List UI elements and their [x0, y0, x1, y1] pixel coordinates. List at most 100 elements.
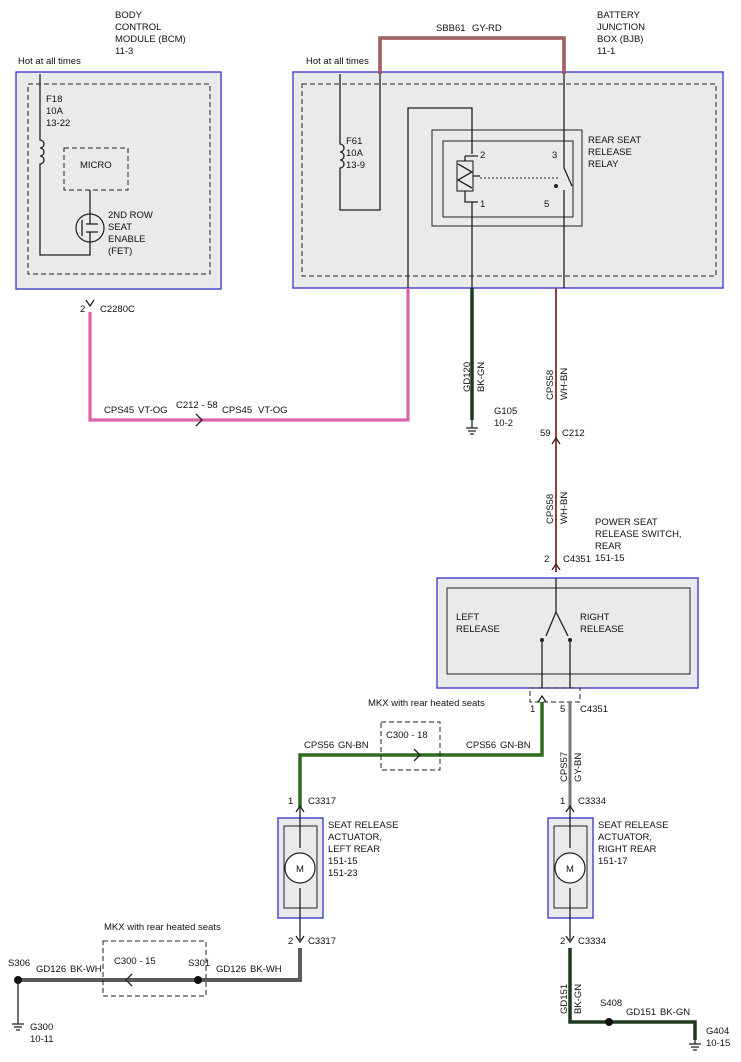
bcm-fuse-amps: 10A [46, 106, 64, 117]
bjb-box [292, 71, 724, 289]
switch-left-label-1: LEFT [456, 612, 479, 623]
cps45-circuit: CPS45 VT-OG C212 - 58 CPS45 VT-OG [88, 288, 410, 427]
gd120-color: BK-GN [476, 362, 487, 392]
left-actuator-title-3: LEFT REAR [328, 844, 380, 855]
cps58-circuit: CPS58 WH-BN 59 C212 CPS58 WH-BN 2 C4351 [540, 288, 591, 572]
relay-coil-leads [464, 155, 480, 203]
cps56-circuit: MKX with rear heated seats C300 - 18 CPS… [298, 694, 547, 808]
switch-inner-outline [446, 587, 691, 675]
bjb-hot-label: Hot at all times [306, 56, 369, 67]
fet-label-2: SEAT [108, 222, 132, 233]
relay-label-1: REAR SEAT [588, 135, 641, 146]
left-actuator-pin-bottom: 2 [288, 936, 293, 947]
cps56-wire [298, 702, 544, 808]
left-actuator-conn-top: C3317 [308, 796, 336, 807]
g105-ref: 10-2 [494, 418, 513, 429]
c300-15-outline [102, 940, 207, 997]
relay-pin-2: 2 [480, 150, 485, 161]
bcm-micro-label: MICRO [80, 160, 112, 171]
relay-pin-5: 5 [544, 199, 549, 210]
bcm-title-4: 11-3 [115, 46, 133, 57]
cps58-label-upper: CPS58 [545, 370, 556, 400]
right-actuator-pin-bottom: 2 [560, 936, 565, 947]
left-actuator-top-connector-icon [295, 804, 305, 813]
left-actuator-bottom-connector-icon [295, 935, 305, 944]
left-actuator-title-2: ACTUATOR, [328, 832, 382, 843]
gd151-color-horizontal: BK-GN [660, 1007, 690, 1018]
c300-18-label: C300 - 18 [386, 730, 428, 741]
gd126-circuit: MKX with rear heated seats C300 - 15 GD1… [8, 922, 302, 1045]
bcm-internal-outline [27, 83, 211, 275]
switch-title-3: REAR [595, 541, 622, 552]
cps45-color-right: VT-OG [258, 405, 288, 416]
relay-contact-point [554, 184, 558, 188]
gd126-label-left: GD126 [36, 964, 66, 975]
bcm-title-3: MODULE (BCM) [115, 34, 186, 45]
c300-15-label: C300 - 15 [114, 956, 156, 967]
sbb61-wire-stripe [379, 37, 565, 74]
cps56-color-right: GN-BN [500, 740, 531, 751]
c300-18-connector-icon [413, 748, 421, 762]
bcm-connector-icon [85, 299, 95, 308]
bcm-pin-number: 2 [80, 304, 85, 315]
fet-label-4: (FET) [108, 246, 132, 257]
gd126-color-left: BK-WH [70, 964, 102, 975]
cps58-color-upper: WH-BN [559, 368, 570, 400]
relay-label-2: RELEASE [588, 147, 632, 158]
switch-output-leads [541, 642, 571, 688]
g404-label: G404 [706, 1026, 729, 1037]
g404-ground-icon [689, 1040, 701, 1051]
cps45-label-right: CPS45 [222, 405, 252, 416]
gd151-label-horizontal: GD151 [626, 1007, 656, 1018]
gd126-color-right: BK-WH [250, 964, 282, 975]
switch-connector-in-icon [551, 562, 561, 571]
bjb-module: BATTERY JUNCTION BOX (BJB) 11-1 Hot at a… [292, 10, 724, 289]
gd151-label: GD151 [559, 984, 570, 1014]
fet-label-3: ENABLE [108, 234, 146, 245]
cps58-color-lower: WH-BN [559, 492, 570, 524]
bcm-module: BODY CONTROL MODULE (BCM) 11-3 Hot at al… [15, 10, 222, 315]
g105-ground-icon [466, 420, 478, 435]
cps45-label-left: CPS45 [104, 405, 134, 416]
c212-connector-icon [551, 436, 561, 445]
switch-right-label-2: RELEASE [580, 624, 624, 635]
bjb-title-2: JUNCTION [597, 22, 645, 33]
g300-ref: 10-11 [30, 1034, 54, 1045]
bjb-fuse-amps: 10A [346, 148, 364, 159]
fet-label-1: 2ND ROW [108, 210, 153, 221]
right-motor-label: M [566, 864, 574, 875]
right-actuator-title-3: RIGHT REAR [598, 844, 657, 855]
c300-15-connector-icon [125, 973, 133, 987]
switch-connector-in: C4351 [563, 554, 591, 565]
relay-pin-3: 3 [552, 150, 557, 161]
right-actuator-title-1: SEAT RELEASE [598, 820, 668, 831]
sbb61-circuit: SBB61 GY-RD [378, 23, 566, 74]
right-actuator-conn-top: C3334 [578, 796, 606, 807]
s301-label: S301 [188, 958, 210, 969]
cps57-circuit: CPS57 GY-BN [559, 702, 584, 808]
gd151-wire [568, 948, 697, 1040]
gd151-color: BK-GN [573, 984, 584, 1014]
right-actuator-pin-top: 1 [560, 796, 565, 807]
bjb-title-4: 11-1 [597, 46, 615, 57]
switch-contact-icon [545, 578, 569, 637]
gd120-circuit: GD120 BK-GN G105 10-2 [462, 288, 517, 435]
bjb-relay-coil-feed [407, 107, 473, 288]
bcm-fuse-id: F18 [46, 94, 62, 105]
bjb-title-1: BATTERY [597, 10, 641, 21]
left-motor-label: M [296, 864, 304, 875]
left-actuator-pin-top: 1 [288, 796, 293, 807]
switch-title-2: RELEASE SWITCH, [595, 529, 682, 540]
switch-box [436, 577, 699, 689]
bcm-micro-box [63, 147, 129, 191]
bcm-hot-label: Hot at all times [18, 56, 81, 67]
switch-pin-left: 1 [530, 704, 535, 715]
g300-ground-icon [12, 980, 24, 1031]
right-actuator-top-connector-icon [565, 804, 575, 813]
switch-title-4: 151-15 [595, 553, 625, 564]
g105-label: G105 [494, 406, 517, 417]
bjb-internal-outline [301, 83, 717, 277]
left-actuator-title-5: 151-23 [328, 868, 358, 879]
gd151-circuit: GD151 BK-GN S408 GD151 BK-GN G404 10-15 [559, 948, 730, 1051]
bjb-fuse-id: F61 [346, 136, 362, 147]
